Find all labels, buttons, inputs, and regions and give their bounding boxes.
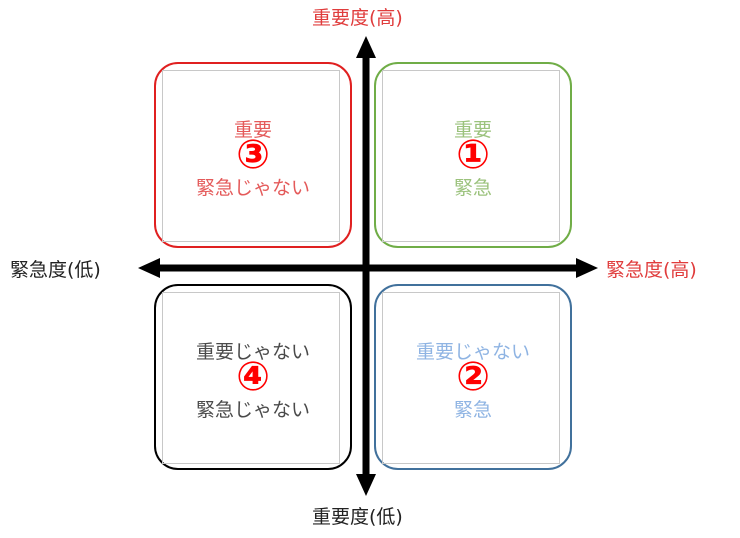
axis-label-urgency-low: 緊急度(低) bbox=[10, 259, 101, 281]
quadrant-line-2: 緊急 bbox=[453, 399, 492, 421]
arrow-down-icon bbox=[356, 474, 376, 496]
quadrant-line-1: 重要じゃない bbox=[415, 341, 530, 363]
quadrant-line-2: 緊急 bbox=[453, 177, 492, 199]
quadrant-line-1: 重要 bbox=[233, 119, 272, 141]
quadrant-inner-frame bbox=[162, 70, 340, 242]
arrow-up-icon bbox=[356, 36, 376, 58]
quadrant-inner-frame bbox=[382, 70, 560, 242]
arrow-right-icon bbox=[576, 258, 598, 278]
quadrant-not-important-not-urgent: 重要じゃない 緊急じゃない ④ bbox=[154, 284, 352, 470]
quadrant-number-3: ③ bbox=[236, 132, 270, 178]
quadrant-line-1: 重要 bbox=[453, 119, 492, 141]
arrow-left-icon bbox=[138, 258, 160, 278]
quadrant-important-urgent: 重要 緊急 ① bbox=[374, 62, 572, 248]
quadrant-line-1: 重要じゃない bbox=[195, 341, 310, 363]
axis-label-importance-low: 重要度(低) bbox=[312, 506, 403, 528]
axis-label-importance-high: 重要度(高) bbox=[312, 7, 403, 29]
quadrant-number-4: ④ bbox=[236, 354, 270, 400]
quadrant-number-2: ② bbox=[456, 354, 490, 400]
quadrant-line-2: 緊急じゃない bbox=[195, 399, 310, 421]
quadrant-inner-frame bbox=[382, 292, 560, 464]
quadrant-important-not-urgent: 重要 緊急じゃない ③ bbox=[154, 62, 352, 248]
quadrant-inner-frame bbox=[162, 292, 340, 464]
axis-label-urgency-high: 緊急度(高) bbox=[606, 259, 697, 281]
quadrant-number-1: ① bbox=[456, 132, 490, 178]
quadrant-line-2: 緊急じゃない bbox=[195, 177, 310, 199]
quadrant-not-important-urgent: 重要じゃない 緊急 ② bbox=[374, 284, 572, 470]
